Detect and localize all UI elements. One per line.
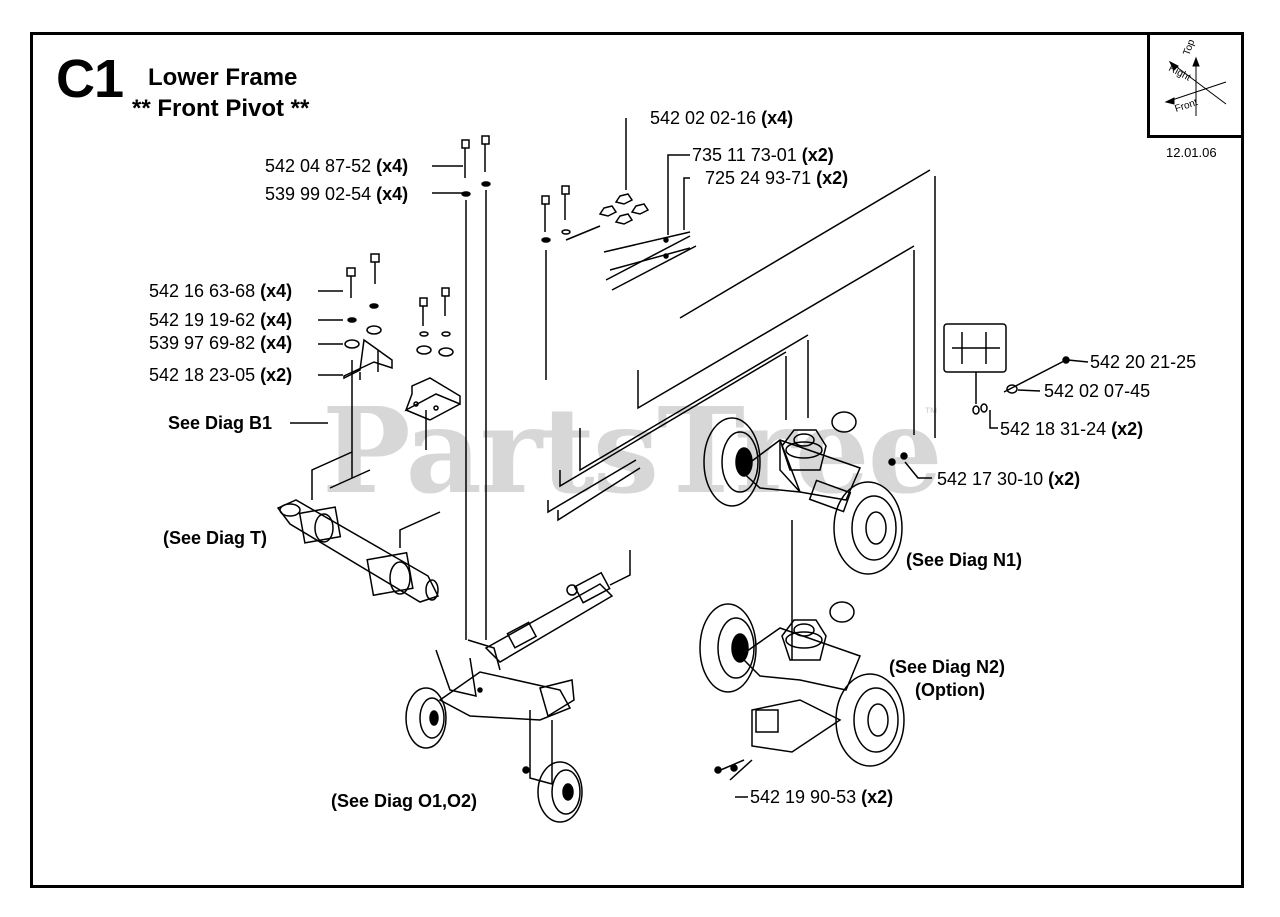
part-qty: (x4) xyxy=(761,108,794,128)
part-qty: (x4) xyxy=(376,156,409,176)
part-label[interactable]: 725 24 93-71(x2) xyxy=(705,169,848,187)
rod-assembly-right xyxy=(972,356,1070,415)
bracket-left xyxy=(343,338,393,380)
assembly-guide-line xyxy=(637,245,915,410)
part-label[interactable]: 542 18 31-24(x2) xyxy=(1000,420,1143,438)
bolt-group-a xyxy=(461,135,491,197)
assembly-guide-line xyxy=(557,467,641,522)
assembly-guide-line xyxy=(679,169,931,319)
diagram-ref-o1-o2[interactable]: (See Diag O1,O2) xyxy=(331,791,478,811)
diagram-ref-t[interactable]: (See Diag T) xyxy=(163,528,268,548)
part-number: 542 02 02-16 xyxy=(650,108,757,128)
part-qty: (x4) xyxy=(260,333,293,353)
part-qty: (x2) xyxy=(801,145,834,165)
assembly-guide-line xyxy=(611,245,697,291)
part-label[interactable]: 542 20 21-25 xyxy=(1090,353,1196,371)
part-number: 542 16 63-68 xyxy=(149,281,256,301)
part-label[interactable]: 539 99 02-54(x4) xyxy=(265,185,408,203)
leader-line xyxy=(1017,389,1041,392)
caster-wheel-rear xyxy=(537,761,583,823)
leader-line xyxy=(989,410,998,429)
part-number: 542 17 30-10 xyxy=(937,469,1044,489)
part-label[interactable]: 542 04 87-52(x4) xyxy=(265,157,408,175)
part-label[interactable]: 542 18 23-05(x2) xyxy=(149,366,292,384)
part-number: 735 11 73-01 xyxy=(692,145,797,165)
page-subtitle: ** Front Pivot ** xyxy=(132,95,310,122)
part-label[interactable]: 542 16 63-68(x4) xyxy=(149,282,292,300)
orientation-compass xyxy=(1164,56,1227,116)
section-code: C1 xyxy=(56,49,124,109)
assembly-guide-line xyxy=(559,351,787,488)
part-number: 542 19 19-62 xyxy=(149,310,256,330)
part-qty: (x4) xyxy=(260,281,293,301)
leader-line xyxy=(904,461,932,479)
leader-line xyxy=(683,177,690,230)
part-qty: (x2) xyxy=(1111,419,1144,439)
front-pivot-axle xyxy=(276,499,440,603)
part-qty: (x4) xyxy=(376,184,409,204)
revision-date: 12.01.06 xyxy=(1166,145,1217,160)
pin-group xyxy=(603,231,691,271)
assembly-guide-line xyxy=(609,550,631,586)
part-number: 542 19 90-53 xyxy=(750,787,857,807)
steering-link xyxy=(484,571,614,663)
part-label[interactable]: 735 11 73-01(x2) xyxy=(692,146,834,164)
part-label[interactable]: 542 02 07-45 xyxy=(1044,382,1150,400)
part-number: 539 99 02-54 xyxy=(265,184,372,204)
diagram-ref-b1[interactable]: See Diag B1 xyxy=(168,413,273,433)
assembly-guide-line xyxy=(605,235,691,281)
part-qty: (x2) xyxy=(1048,469,1081,489)
caster-frame xyxy=(435,639,575,785)
part-label[interactable]: 542 19 90-53(x2) xyxy=(750,788,893,806)
part-number: 725 24 93-71 xyxy=(705,168,812,188)
detail-inset xyxy=(943,323,1007,373)
assembly-guide-line xyxy=(579,334,809,472)
assembly-guide-line xyxy=(399,511,441,548)
diagram-ref-n1[interactable]: (See Diag N1) xyxy=(906,550,1023,570)
part-label[interactable]: 542 19 19-62(x4) xyxy=(149,311,292,329)
part-label[interactable]: 539 97 69-82(x4) xyxy=(149,334,292,352)
page-title: Lower Frame xyxy=(148,64,298,91)
assembly-guide-line xyxy=(547,459,637,514)
part-number: 542 18 23-05 xyxy=(149,365,256,385)
caster-wheel-front xyxy=(405,687,447,749)
leader-line xyxy=(667,154,690,235)
part-number: 542 20 21-25 xyxy=(1090,352,1197,372)
part-number: 542 02 07-45 xyxy=(1044,381,1151,401)
drive-unit-n1 xyxy=(703,411,908,575)
part-number: 542 04 87-52 xyxy=(265,156,372,176)
diagram-ref-n2[interactable]: (See Diag N2) xyxy=(889,657,1006,677)
assembly-guide-line xyxy=(565,225,601,241)
bolt-stack-left xyxy=(344,253,454,357)
part-label[interactable]: 542 02 02-16(x4) xyxy=(650,109,793,127)
drive-unit-n2 xyxy=(699,601,905,781)
part-qty: (x2) xyxy=(861,787,894,807)
part-qty: (x2) xyxy=(260,365,293,385)
part-number: 542 18 31-24 xyxy=(1000,419,1107,439)
orientation-box xyxy=(1147,32,1244,138)
part-qty: (x2) xyxy=(816,168,849,188)
part-qty: (x4) xyxy=(260,310,293,330)
part-label[interactable]: 542 17 30-10(x2) xyxy=(937,470,1080,488)
assembly-guide-line xyxy=(329,469,371,489)
bolt-group-b xyxy=(541,185,571,243)
diagram-frame xyxy=(30,32,1244,888)
bracket-right xyxy=(404,377,461,421)
orientation-top-label: Top xyxy=(1181,38,1197,57)
leader-line xyxy=(1067,359,1089,363)
assembly-guide-line xyxy=(311,451,353,500)
diagram-ref-option: (Option) xyxy=(915,680,985,700)
nuts-group xyxy=(598,193,650,225)
part-number: 539 97 69-82 xyxy=(149,333,256,353)
